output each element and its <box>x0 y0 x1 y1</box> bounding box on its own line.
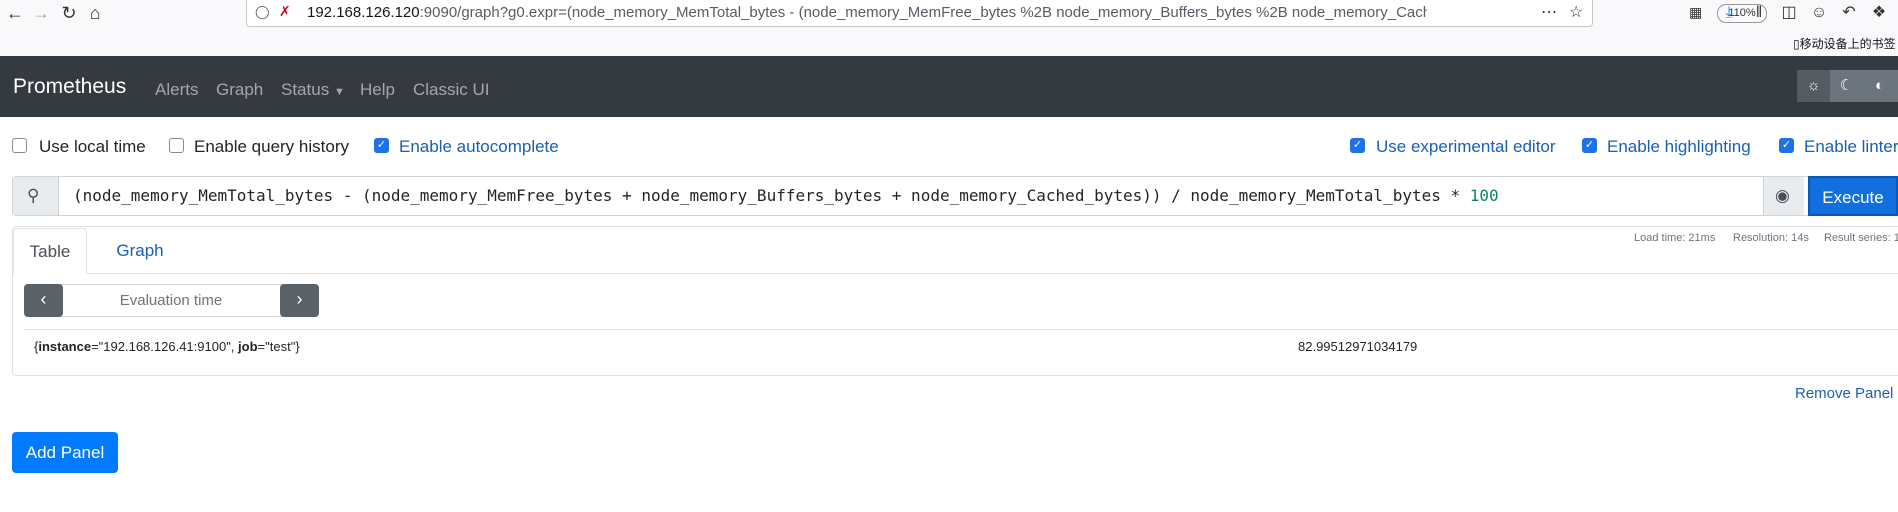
nav-classic-ui[interactable]: Classic UI <box>413 80 490 99</box>
mobile-bookmarks[interactable]: ▯移动设备上的书签 <box>1793 37 1896 51</box>
resolution: Resolution: 14s <box>1733 232 1809 244</box>
series-value: 82.99512971034179 <box>1298 339 1418 354</box>
tab-table[interactable]: Table <box>13 228 87 274</box>
nav-alerts[interactable]: Alerts <box>155 80 199 99</box>
chevron-left-icon: ‹ <box>40 289 47 309</box>
bookmark-star-icon[interactable]: ☆ <box>1569 4 1584 21</box>
result-series: Result series: 1 <box>1824 232 1898 244</box>
expression-bar: ⚲ (node_memory_MemTotal_bytes - (node_me… <box>12 176 1898 216</box>
extension-icon[interactable]: ❖ <box>1871 4 1887 21</box>
contrast-icon[interactable]: ◐ <box>1874 77 1885 94</box>
library-icon[interactable]: ‖ <box>1755 4 1763 21</box>
nav-graph[interactable]: Graph <box>216 80 264 99</box>
nav-status[interactable]: Status ▼ <box>281 80 345 99</box>
undo-icon[interactable]: ↶ <box>1842 4 1856 21</box>
enable-highlighting-checkbox[interactable]: ✓ <box>1582 138 1597 153</box>
execute-button[interactable]: Execute <box>1808 176 1898 216</box>
brand-logo[interactable]: Prometheus <box>13 75 127 98</box>
url-bar[interactable]: ◯ ✗ 192.168.126.120:9090/graph?g0.expr=(… <box>246 0 1767 27</box>
insecure-lock-icon[interactable]: ✗ <box>279 3 291 19</box>
reload-icon[interactable]: ↻ <box>61 3 77 23</box>
caret-down-icon: ▼ <box>333 86 345 98</box>
zoom-level[interactable]: 110% <box>1717 4 1767 23</box>
add-panel-button[interactable]: Add Panel <box>12 432 118 473</box>
load-time: Load time: 21ms <box>1634 232 1716 244</box>
home-icon[interactable]: ⌂ <box>89 3 101 23</box>
enable-query-history-label[interactable]: Enable query history <box>194 137 349 156</box>
search-icon: ⚲ <box>27 186 40 205</box>
tab-graph[interactable]: Graph <box>116 241 164 260</box>
account-icon[interactable]: ☺ <box>1810 4 1828 21</box>
theme-switcher: ☼ ☾ ◐ <box>1797 70 1898 102</box>
back-icon[interactable]: ← <box>6 3 24 23</box>
enable-linter-checkbox[interactable]: ✓ <box>1779 138 1794 153</box>
qr-code-icon[interactable]: ▦ <box>1689 4 1703 20</box>
app-navbar: Prometheus Alerts Graph Status ▼ Help Cl… <box>0 56 1898 117</box>
evaluation-time-group: ‹ Evaluation time › <box>24 284 319 317</box>
enable-highlighting-label[interactable]: Enable highlighting <box>1607 137 1751 156</box>
shield-icon[interactable]: ◯ <box>255 4 270 19</box>
nav-help[interactable]: Help <box>360 80 395 99</box>
eval-prev-button[interactable]: ‹ <box>24 284 63 317</box>
use-experimental-editor-checkbox[interactable]: ✓ <box>1350 138 1365 153</box>
use-local-time-checkbox[interactable] <box>12 138 27 153</box>
enable-autocomplete-label[interactable]: Enable autocomplete <box>399 137 559 156</box>
enable-linter-label[interactable]: Enable linter <box>1804 137 1898 156</box>
use-local-time-label[interactable]: Use local time <box>39 137 146 156</box>
query-panel <box>12 226 1898 376</box>
expression-input[interactable]: (node_memory_MemTotal_bytes - (node_memo… <box>73 186 1499 205</box>
result-row-divider <box>24 329 1898 330</box>
use-experimental-editor-label[interactable]: Use experimental editor <box>1376 137 1556 156</box>
moon-icon[interactable]: ☾ <box>1839 77 1854 94</box>
phone-icon: ▯ <box>1793 37 1800 51</box>
metrics-explorer-button[interactable]: ◉ <box>1763 177 1804 215</box>
eval-next-button[interactable]: › <box>280 284 319 317</box>
tab-divider <box>12 273 1898 274</box>
search-segment: ⚲ <box>13 177 59 215</box>
globe-icon: ◉ <box>1775 186 1790 205</box>
forward-icon[interactable]: → <box>32 3 50 23</box>
url-text[interactable]: 192.168.126.120:9090/graph?g0.expr=(node… <box>307 4 1427 21</box>
more-icon[interactable]: ⋯ <box>1541 4 1557 21</box>
enable-autocomplete-checkbox[interactable]: ✓ <box>374 138 389 153</box>
enable-query-history-checkbox[interactable] <box>169 138 184 153</box>
sun-icon[interactable]: ☼ <box>1797 70 1830 102</box>
evaluation-time-input[interactable]: Evaluation time <box>119 292 223 309</box>
download-icon[interactable]: ⤓ <box>1725 4 1733 21</box>
remove-panel-link[interactable]: Remove Panel <box>1795 385 1894 402</box>
series-labels: {instance="192.168.126.41:9100", job="te… <box>34 339 300 354</box>
chevron-right-icon: › <box>296 289 303 309</box>
sidebar-icon[interactable]: ◫ <box>1781 4 1797 21</box>
